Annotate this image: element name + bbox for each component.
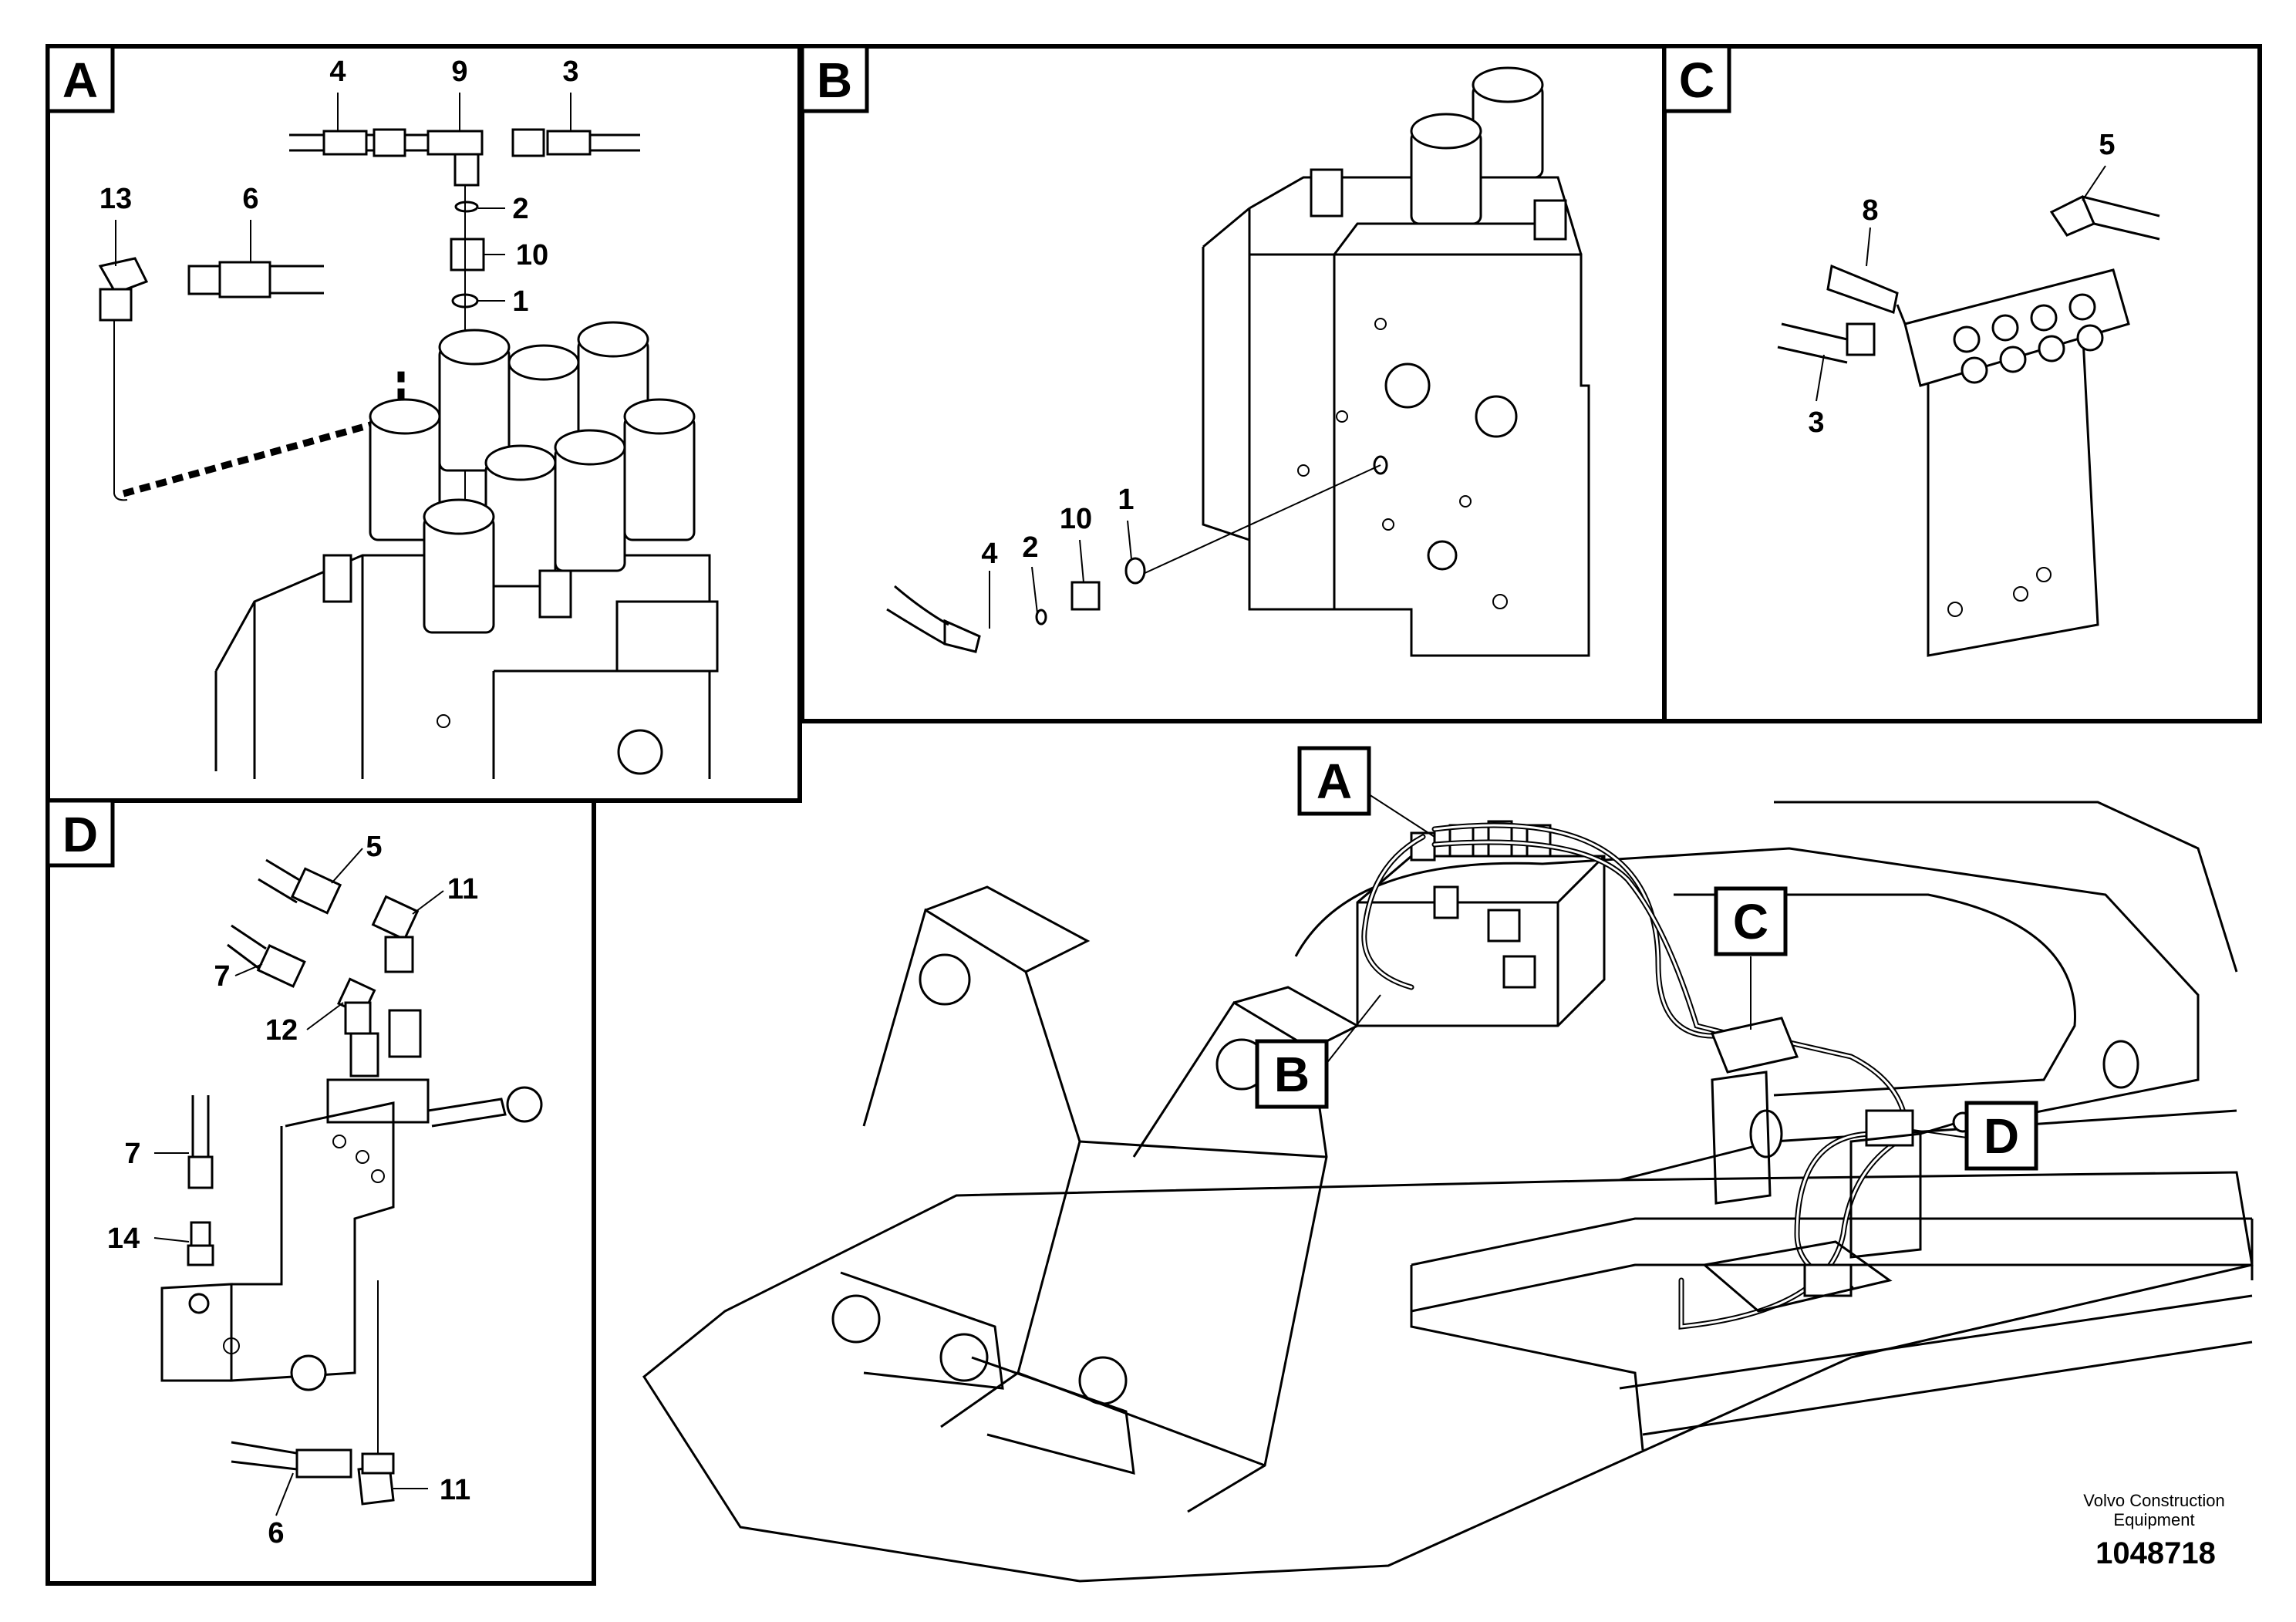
callout-a-1: 1 [512, 285, 528, 318]
callout-c-3: 3 [1808, 406, 1824, 439]
callout-leaders [115, 93, 2106, 1516]
callout-a-4: 4 [329, 56, 346, 88]
callout-a-9: 9 [451, 56, 467, 88]
panel-b-letter: B [817, 52, 852, 108]
panel-a: A [46, 44, 802, 803]
callout-d-14: 14 [107, 1222, 140, 1255]
callout-d-5: 5 [366, 831, 382, 863]
overview-label-a: A [1317, 754, 1352, 809]
overview-label-c: C [1733, 894, 1768, 949]
callout-numbers: 4 9 3 2 10 1 13 6 4 2 10 1 5 8 3 5 11 7 … [99, 56, 2116, 1549]
callout-a-2: 2 [512, 193, 528, 225]
callout-a-13: 13 [99, 183, 132, 215]
overview-label-b: B [1274, 1047, 1310, 1102]
callout-d-11-bottom: 11 [440, 1474, 470, 1506]
callout-c-8: 8 [1862, 194, 1878, 227]
callout-c-5: 5 [2099, 129, 2115, 161]
panel-d: D [46, 798, 596, 1586]
callout-d-7-mid: 7 [124, 1138, 140, 1170]
callout-b-2: 2 [1022, 531, 1038, 564]
panel-c-letter: C [1679, 52, 1714, 108]
panel-b: B [800, 44, 1667, 723]
overview-assembly: A B C D [642, 746, 2254, 1583]
callout-d-12: 12 [265, 1014, 298, 1047]
overview-label-d: D [1984, 1108, 2019, 1164]
panel-a-letter: A [62, 52, 98, 108]
panel-c: C [1662, 44, 2262, 723]
company-name-line2: Equipment [2113, 1510, 2194, 1529]
drawing-number: 1048718 [2095, 1536, 2216, 1570]
callout-d-6: 6 [268, 1517, 284, 1549]
callout-b-1: 1 [1118, 484, 1134, 516]
panel-d-letter: D [62, 807, 98, 862]
footer: Volvo Construction Equipment 1048718 [2083, 1491, 2224, 1570]
callout-a-6: 6 [242, 183, 258, 215]
callout-b-10: 10 [1060, 503, 1092, 535]
company-name-line1: Volvo Construction [2083, 1491, 2224, 1510]
callout-a-10: 10 [516, 239, 548, 271]
callout-a-3: 3 [562, 56, 578, 88]
callout-b-4: 4 [981, 538, 997, 570]
callout-d-7-top: 7 [214, 960, 230, 993]
callout-d-11-top: 11 [447, 873, 478, 905]
